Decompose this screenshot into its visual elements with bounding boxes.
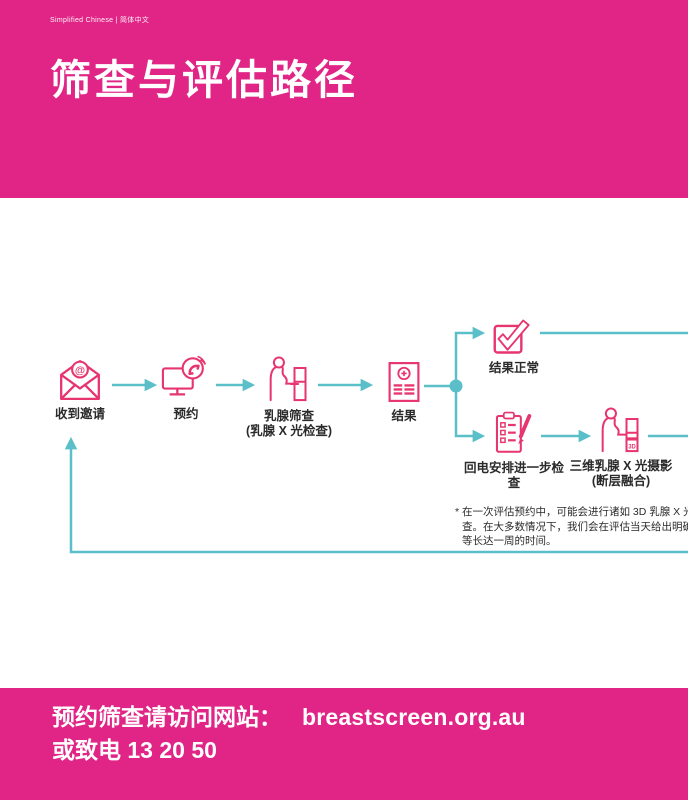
footer-phone-number: 13 20 50 — [127, 737, 217, 763]
footer-website: breastscreen.org.au — [302, 704, 526, 730]
flow-node-normal: 结果正常 — [470, 316, 558, 376]
mammogram-3d-icon: 3D — [601, 407, 639, 453]
mammogram-machine-icon — [269, 356, 307, 402]
flow-node-sublabel: (断层融合) — [591, 474, 651, 489]
flow-node-label: 回电安排进一步检查 — [463, 461, 564, 491]
footnote-line: 等长达一周的时间。 — [462, 535, 557, 547]
envelope-at-icon: @ — [60, 360, 100, 401]
phone-monitor-icon — [161, 355, 206, 396]
footnote-line: * 在一次评估预约中，可能会进行诸如 3D 乳腺 X 光检查、超 — [455, 506, 688, 518]
flow-node-label: 结果 — [391, 409, 417, 423]
flow-node-sublabel: (乳腺 X 光检查) — [245, 424, 333, 439]
language-label: Simplified Chinese | 简体中文 — [50, 17, 150, 24]
flow-node-label: 收到邀请 — [54, 407, 105, 421]
checkbox-tick-icon — [493, 319, 530, 354]
flow-node-label: 三维乳腺 X 光摄影 — [569, 459, 673, 473]
flow-node-screen: 乳腺筛查 (乳腺 X 光检查) — [231, 354, 347, 440]
flow-node-tomo: 3D 三维乳腺 X 光摄影 (断层融合) — [558, 406, 684, 490]
flow-node-invite: @ 收到邀请 — [38, 356, 122, 422]
at-symbol: @ — [75, 365, 85, 376]
clipboard-pencil-icon — [495, 411, 532, 453]
footnote-line: 查。在大多数情况下，我们会在评估当天给出明确的结果。 — [462, 520, 688, 533]
assessment-footnote: * 在一次评估预约中，可能会进行诸如 3D 乳腺 X 光检查、超 查。在大多数情… — [455, 505, 688, 549]
footer-cta: 预约筛查请访问网站： breastscreen.org.au 或致电 13 20 … — [52, 701, 526, 767]
flow-node-recall: 回电安排进一步检查 — [462, 410, 566, 492]
page-title: 筛查与评估路径 — [50, 57, 358, 103]
flow-node-label: 乳腺筛查 — [263, 409, 314, 423]
flow-node-book: 预约 — [144, 354, 228, 422]
footer-cta-text: 预约筛查请访问网站： — [52, 704, 282, 730]
results-document-icon — [388, 362, 420, 402]
footer-band: 预约筛查请访问网站： breastscreen.org.au 或致电 13 20 … — [0, 688, 688, 800]
branch-junction-dot — [449, 379, 463, 393]
flow-node-label: 预约 — [173, 407, 199, 421]
flow-node-results: 结果 — [369, 360, 439, 424]
footer-phone-prefix: 或致电 — [52, 737, 121, 763]
3d-badge: 3D — [628, 444, 636, 450]
header-band: Simplified Chinese | 简体中文 筛查与评估路径 — [0, 0, 688, 198]
flow-node-label: 结果正常 — [488, 361, 539, 375]
